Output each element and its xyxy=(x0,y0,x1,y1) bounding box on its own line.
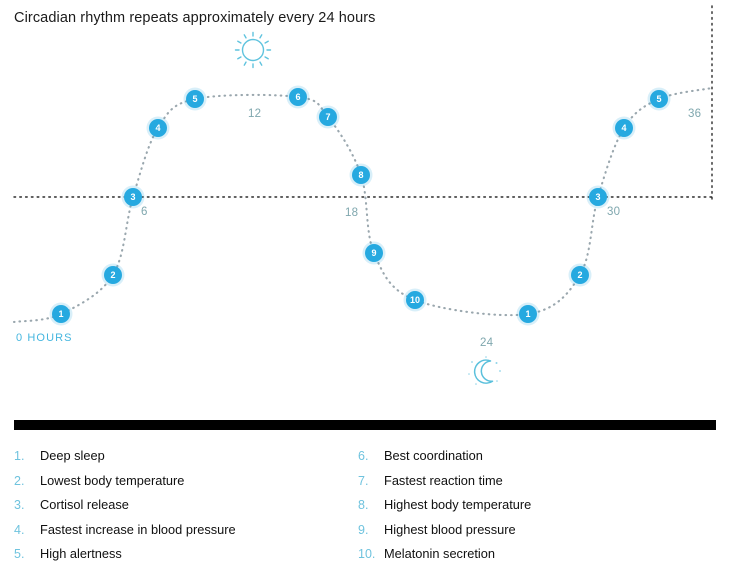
legend-item-number: 7. xyxy=(358,473,369,488)
legend-item-label: Cortisol release xyxy=(40,497,129,513)
legend-item-label: High alertness xyxy=(40,546,122,562)
data-point-marker-8[interactable] xyxy=(352,166,370,184)
axis-tick-36: 36 xyxy=(688,108,702,120)
axis-tick-24: 24 xyxy=(480,337,494,349)
data-point-marker-9[interactable] xyxy=(365,244,383,262)
legend-item-number: 9. xyxy=(358,522,369,537)
legend-item-number: 6. xyxy=(358,449,369,463)
legend-item: 8. Highest body temperature xyxy=(358,497,698,522)
axis-tick-12: 12 xyxy=(248,108,262,120)
data-point-marker-1[interactable] xyxy=(52,305,70,323)
legend-item: 3. Cortisol release xyxy=(14,497,354,522)
data-point-marker-5[interactable] xyxy=(650,90,668,108)
legend: 1. Deep sleep 2. Lowest body temperature 3. C… xyxy=(0,448,730,568)
chart-svg xyxy=(12,5,714,385)
legend-item: 6. Best coordination xyxy=(358,448,698,473)
marker-layer xyxy=(49,85,671,326)
legend-item-number: 1. xyxy=(14,449,25,463)
legend-item: 2. Lowest body temperature xyxy=(14,473,354,498)
legend-item: 4. Fastest increase in blood pressure xyxy=(14,522,354,547)
legend-item-label: Highest body temperature xyxy=(384,497,532,513)
axis-tick-18: 18 xyxy=(345,207,359,219)
legend-column-right: 6. Best coordination 7. Fastest reaction ti… xyxy=(358,448,698,571)
legend-item-number: 2. xyxy=(14,473,25,488)
moon-icon xyxy=(468,356,501,385)
legend-item: 5. High alertness xyxy=(14,546,354,571)
legend-item-label: Highest blood pressure xyxy=(384,521,516,537)
legend-item-number: 5. xyxy=(14,547,25,562)
legend-item-label: Best coordination xyxy=(384,448,483,463)
divider-bar xyxy=(14,420,716,430)
page-title: Circadian rhythm repeats approximately e… xyxy=(14,10,376,26)
circadian-curve xyxy=(12,86,714,324)
legend-item-number: 8. xyxy=(358,498,369,513)
legend-column-left: 1. Deep sleep 2. Lowest body temperature 3. C… xyxy=(14,448,354,571)
legend-item: 9. Highest blood pressure xyxy=(358,522,698,547)
zero-hours-label: 0 HOURS xyxy=(16,332,73,344)
data-point-marker-3[interactable] xyxy=(124,188,142,206)
legend-item-label: Melatonin secretion xyxy=(384,546,495,562)
legend-item-number: 3. xyxy=(14,498,25,513)
data-point-marker-7[interactable] xyxy=(319,108,337,126)
legend-item: 1. Deep sleep xyxy=(14,448,354,473)
legend-item-number: 10. xyxy=(358,547,376,562)
legend-item-label: Lowest body temperature xyxy=(40,472,185,488)
data-point-marker-4[interactable] xyxy=(149,119,167,137)
legend-item-label: Fastest reaction time xyxy=(384,472,503,488)
data-point-marker-5[interactable] xyxy=(186,90,204,108)
legend-item: 10. Melatonin secretion xyxy=(358,546,698,571)
data-point-marker-10[interactable] xyxy=(406,291,424,309)
legend-item-label: Deep sleep xyxy=(40,448,105,463)
data-point-marker-4[interactable] xyxy=(615,119,633,137)
data-point-marker-3[interactable] xyxy=(589,188,607,206)
sun-icon xyxy=(234,31,272,69)
data-point-marker-6[interactable] xyxy=(289,88,307,106)
data-point-marker-1[interactable] xyxy=(519,305,537,323)
axis-tick-6: 6 xyxy=(141,206,148,218)
data-point-marker-2[interactable] xyxy=(571,266,589,284)
legend-item: 7. Fastest reaction time xyxy=(358,473,698,498)
axis-tick-30: 30 xyxy=(607,206,621,218)
legend-item-number: 4. xyxy=(14,522,25,537)
legend-item-label: Fastest increase in blood pressure xyxy=(40,521,236,537)
data-point-marker-2[interactable] xyxy=(104,266,122,284)
